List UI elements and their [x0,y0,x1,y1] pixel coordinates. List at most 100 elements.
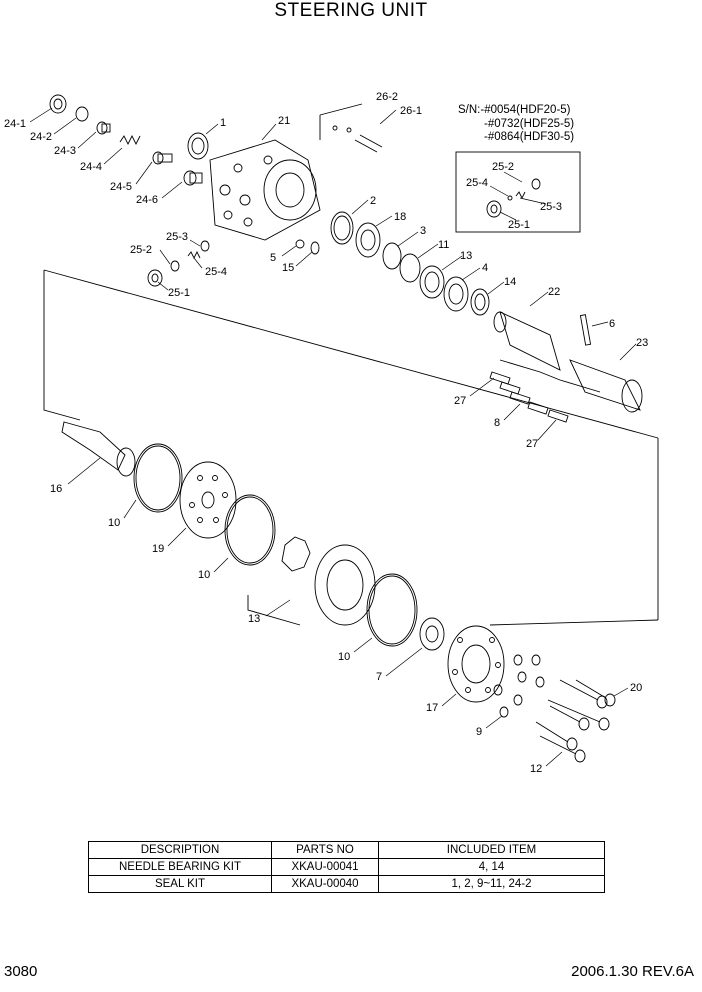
spring-25-4 [187,250,201,260]
spacer-7 [419,617,445,651]
callout-24-3: 24-3 [54,145,76,157]
serial-box [455,151,581,233]
row-included-item: 1, 2, 9~11, 24-2 [378,875,605,893]
callout-1: 1 [220,117,226,129]
callout-24-6: 24-6 [136,194,158,206]
callout-25-2: 25-2 [130,244,152,256]
box-callout-25-2: 25-2 [492,161,514,173]
callout-17: 17 [426,702,438,714]
box-plug-25-1 [486,200,502,218]
kit-table: DESCRIPTION PARTS NO INCLUDED ITEM NEEDL… [88,841,605,893]
washer-13 [419,265,445,299]
housing-21 [209,139,321,241]
serial-number-note: S/N:-#0054(HDF20-5) -#0732(HDF25-5) -#08… [458,104,574,145]
serial-line-1: -#0054(HDF20-5) [480,104,571,116]
callout-23: 23 [636,337,648,349]
callout-27-b: 27 [526,438,538,450]
callout-25-3: 25-3 [166,231,188,243]
callout-13-top: 13 [460,250,472,262]
callout-24-4: 24-4 [80,161,102,173]
valve-25-3 [200,240,210,252]
box-spring-25-3 [515,191,526,200]
callout-9: 9 [476,726,482,738]
rotor-13 [281,536,311,572]
header-parts-no: PARTS NO [271,841,379,859]
valve-24-6 [183,170,203,186]
row-parts-no: XKAU-00041 [271,858,379,876]
box-callout-25-3: 25-3 [540,201,562,213]
end-cap-17 [447,625,505,703]
drive-shaft-16 [61,421,136,477]
callout-10-mid: 10 [198,569,210,581]
plate-19 [179,461,237,539]
assembly-outline-top [43,269,659,439]
callout-5: 5 [270,252,276,264]
plug-24-1 [49,94,67,114]
callout-12: 12 [530,763,542,775]
serial-line-2: -#0732(HDF25-5) [484,117,575,130]
ball-5 [295,239,305,249]
callout-13-bot: 13 [248,613,260,625]
seal-2 [330,211,354,245]
revision-date: 2006.1.30 REV.6A [571,963,694,980]
spring-24-4 [119,134,141,146]
kit-table-header: DESCRIPTION PARTS NO INCLUDED ITEM [88,841,605,859]
callout-26-2: 26-2 [376,91,398,103]
o-ring-10-mid [224,494,276,566]
callout-22: 22 [548,286,560,298]
header-description: DESCRIPTION [88,841,272,859]
o-ring-10-top [133,443,183,513]
callout-11: 11 [438,239,449,251]
pin-26-2 [332,125,352,133]
box-seat-25-4 [507,195,513,201]
sleeve-23 [569,359,643,413]
callout-7: 7 [376,671,382,683]
seal-18 [355,222,381,258]
row-description: NEEDLE BEARING KIT [88,858,272,876]
pin-6 [579,314,592,346]
o-ring-10-bot [366,573,418,647]
callout-2: 2 [370,195,376,207]
callout-24-1: 24-1 [4,118,26,130]
callout-26-1: 26-1 [400,105,422,117]
box-callout-25-4: 25-4 [466,177,488,189]
o-ring-1 [187,132,209,160]
callout-8: 8 [494,417,500,429]
bracket-13 [247,595,301,626]
spool-22 [493,311,561,371]
box-valve-25-2 [531,178,541,190]
table-row: NEEDLE BEARING KIT XKAU-00041 4, 14 [88,858,605,876]
assembly-outline-bottom [489,619,659,626]
pin-26-1 [354,134,383,153]
check-15 [310,241,320,255]
box-callout-25-1: 25-1 [508,219,530,231]
callout-15: 15 [282,262,294,274]
page-title: STEERING UNIT [274,0,428,21]
bolts-20 [547,679,616,731]
spring-bracket [499,359,601,393]
bolts-12 [535,705,590,763]
row-parts-no: XKAU-00040 [271,875,379,893]
callout-24-2: 24-2 [30,131,52,143]
washer-14 [470,288,490,316]
callout-4: 4 [482,262,488,274]
callout-27-a: 27 [454,395,466,407]
assembly-outline [43,270,81,421]
header-included-item: INCLUDED ITEM [378,841,605,859]
centering-springs-27 [489,371,569,423]
callout-16: 16 [50,483,62,495]
ring-3 [382,242,402,270]
callout-24-5: 24-5 [110,181,132,193]
callout-21: 21 [278,115,290,127]
seat-24-3 [96,121,111,135]
table-row: SEAL KIT XKAU-00040 1, 2, 9~11, 24-2 [88,875,605,893]
callout-3: 3 [420,225,426,237]
valve-24-5 [152,151,173,165]
callout-18: 18 [394,211,406,223]
serial-prefix: S/N: [458,104,481,116]
callout-10-top: 10 [108,517,120,529]
callout-20: 20 [630,682,642,694]
callout-10-bot: 10 [338,651,350,663]
gerotor-13 [314,544,376,626]
